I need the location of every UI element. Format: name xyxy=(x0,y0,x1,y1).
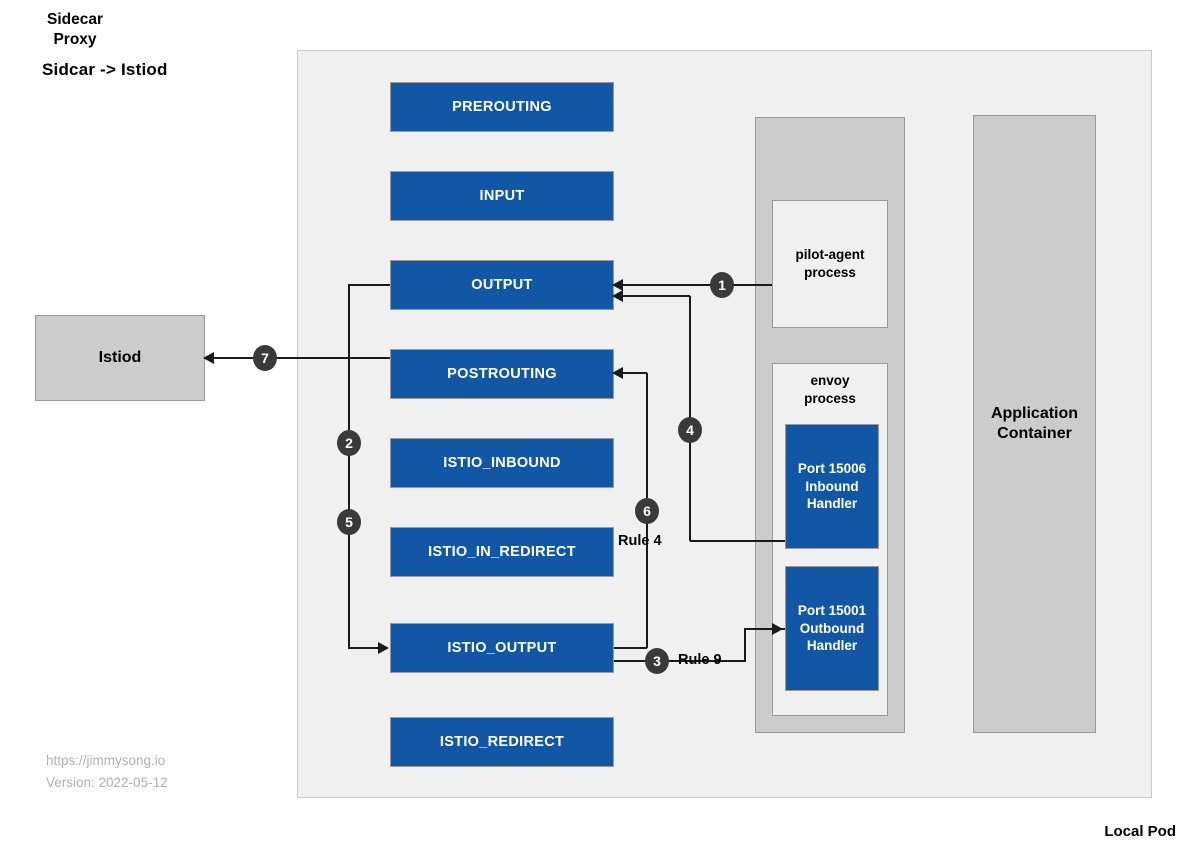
chain-label-prerouting: PREROUTING xyxy=(452,99,552,115)
application-container-box[interactable]: Application Container xyxy=(973,115,1096,733)
arrowhead-output-from-inbound-handler xyxy=(612,290,623,302)
application-container-label-line2: Container xyxy=(997,425,1072,442)
pilot-agent-label: pilot-agent process xyxy=(796,246,865,282)
step-badge-1: 1 xyxy=(710,272,734,298)
connector-istio-output-rule9-left xyxy=(614,660,745,662)
port-15006-label-line2: Inbound xyxy=(805,478,859,494)
connector-postrouting-to-istiod xyxy=(205,357,390,359)
chain-label-istio-in-redirect: ISTIO_IN_REDIRECT xyxy=(428,544,576,560)
istiod-box[interactable]: Istiod xyxy=(35,315,205,401)
chain-label-istio-inbound: ISTIO_INBOUND xyxy=(443,455,561,471)
chain-label-postrouting: POSTROUTING xyxy=(447,366,557,382)
connector-step4-into-output xyxy=(614,295,690,297)
local-pod-label: Local Pod xyxy=(1104,823,1176,840)
step-badge-5: 5 xyxy=(337,509,361,535)
application-container-label-line1: Application xyxy=(990,405,1079,422)
pilot-agent-label-line1: pilot-agent xyxy=(795,246,865,262)
step-badge-3: 3 xyxy=(645,648,669,674)
connector-step6-into-postrouting xyxy=(614,372,647,374)
chain-box-istio-output[interactable]: ISTIO_OUTPUT xyxy=(390,623,614,673)
rule-label-9: Rule 9 xyxy=(678,652,722,668)
sidecar-proxy-title-line1: Sidecar xyxy=(46,11,103,28)
connector-output-to-istio-output-vertical xyxy=(348,284,350,648)
istiod-label: Istiod xyxy=(98,349,142,366)
chain-box-input[interactable]: INPUT xyxy=(390,171,614,221)
envoy-process-title: envoy process xyxy=(772,372,888,408)
chain-label-istio-output: ISTIO_OUTPUT xyxy=(447,640,557,656)
sidecar-proxy-title: Sidecar Proxy xyxy=(0,10,150,50)
footer-version: Version: 2022-05-12 xyxy=(46,775,168,791)
sidecar-proxy-title-line2: Proxy xyxy=(53,31,97,49)
rule-label-4: Rule 4 xyxy=(618,533,662,549)
connector-inbound-handler-to-step4 xyxy=(690,540,785,542)
chain-label-input: INPUT xyxy=(479,188,525,204)
connector-output-left-stub xyxy=(349,284,390,286)
application-container-label: Application Container xyxy=(991,404,1078,444)
arrowhead-output-from-pilot-agent xyxy=(612,279,623,291)
step-badge-6: 6 xyxy=(635,498,659,524)
chain-box-output[interactable]: OUTPUT xyxy=(390,260,614,310)
connector-into-istio-output-horizontal xyxy=(348,647,380,649)
arrowhead-istiod-inbound xyxy=(203,352,214,364)
port-15001-label: Port 15001 Outbound Handler xyxy=(798,602,866,655)
footer-url: https://jimmysong.io xyxy=(46,753,166,768)
chain-box-istio-redirect[interactable]: ISTIO_REDIRECT xyxy=(390,717,614,767)
port-15001-outbound-handler-box[interactable]: Port 15001 Outbound Handler xyxy=(785,566,879,691)
envoy-process-title-line2: process xyxy=(804,391,856,407)
connector-rule9-to-outbound-handler xyxy=(744,628,785,630)
page-title: Sidcar -> Istiod xyxy=(42,60,168,79)
step-badge-2: 2 xyxy=(337,430,361,456)
port-15001-label-line1: Port 15001 xyxy=(797,603,867,619)
step-badge-7: 7 xyxy=(253,345,277,371)
arrowhead-istio-output-inbound xyxy=(378,642,389,654)
envoy-process-title-line1: envoy xyxy=(810,373,850,388)
port-15006-label-line1: Port 15006 xyxy=(797,461,867,477)
port-15006-label: Port 15006 Inbound Handler xyxy=(798,460,866,513)
port-15001-label-line3: Handler xyxy=(806,638,858,654)
chain-box-prerouting[interactable]: PREROUTING xyxy=(390,82,614,132)
port-15001-label-line2: Outbound xyxy=(799,620,865,636)
port-15006-inbound-handler-box[interactable]: Port 15006 Inbound Handler xyxy=(785,424,879,549)
port-15006-label-line3: Handler xyxy=(806,496,858,512)
connector-rule9-vertical xyxy=(744,628,746,662)
chain-box-istio-inbound[interactable]: ISTIO_INBOUND xyxy=(390,438,614,488)
step-badge-4: 4 xyxy=(678,417,702,443)
footer: https://jimmysong.io Version: 2022-05-12 xyxy=(46,750,168,795)
chain-label-istio-redirect: ISTIO_REDIRECT xyxy=(439,734,565,750)
arrowhead-postrouting-inbound xyxy=(612,367,623,379)
chain-box-istio-in-redirect[interactable]: ISTIO_IN_REDIRECT xyxy=(390,527,614,577)
chain-label-output: OUTPUT xyxy=(471,277,533,293)
pilot-agent-label-line2: process xyxy=(804,265,856,280)
arrowhead-port-15001-inbound xyxy=(772,623,783,635)
pilot-agent-process-box[interactable]: pilot-agent process xyxy=(772,200,888,328)
connector-istio-output-to-step6 xyxy=(614,647,647,649)
connector-pilot-agent-to-output xyxy=(614,284,772,286)
chain-box-postrouting[interactable]: POSTROUTING xyxy=(390,349,614,399)
